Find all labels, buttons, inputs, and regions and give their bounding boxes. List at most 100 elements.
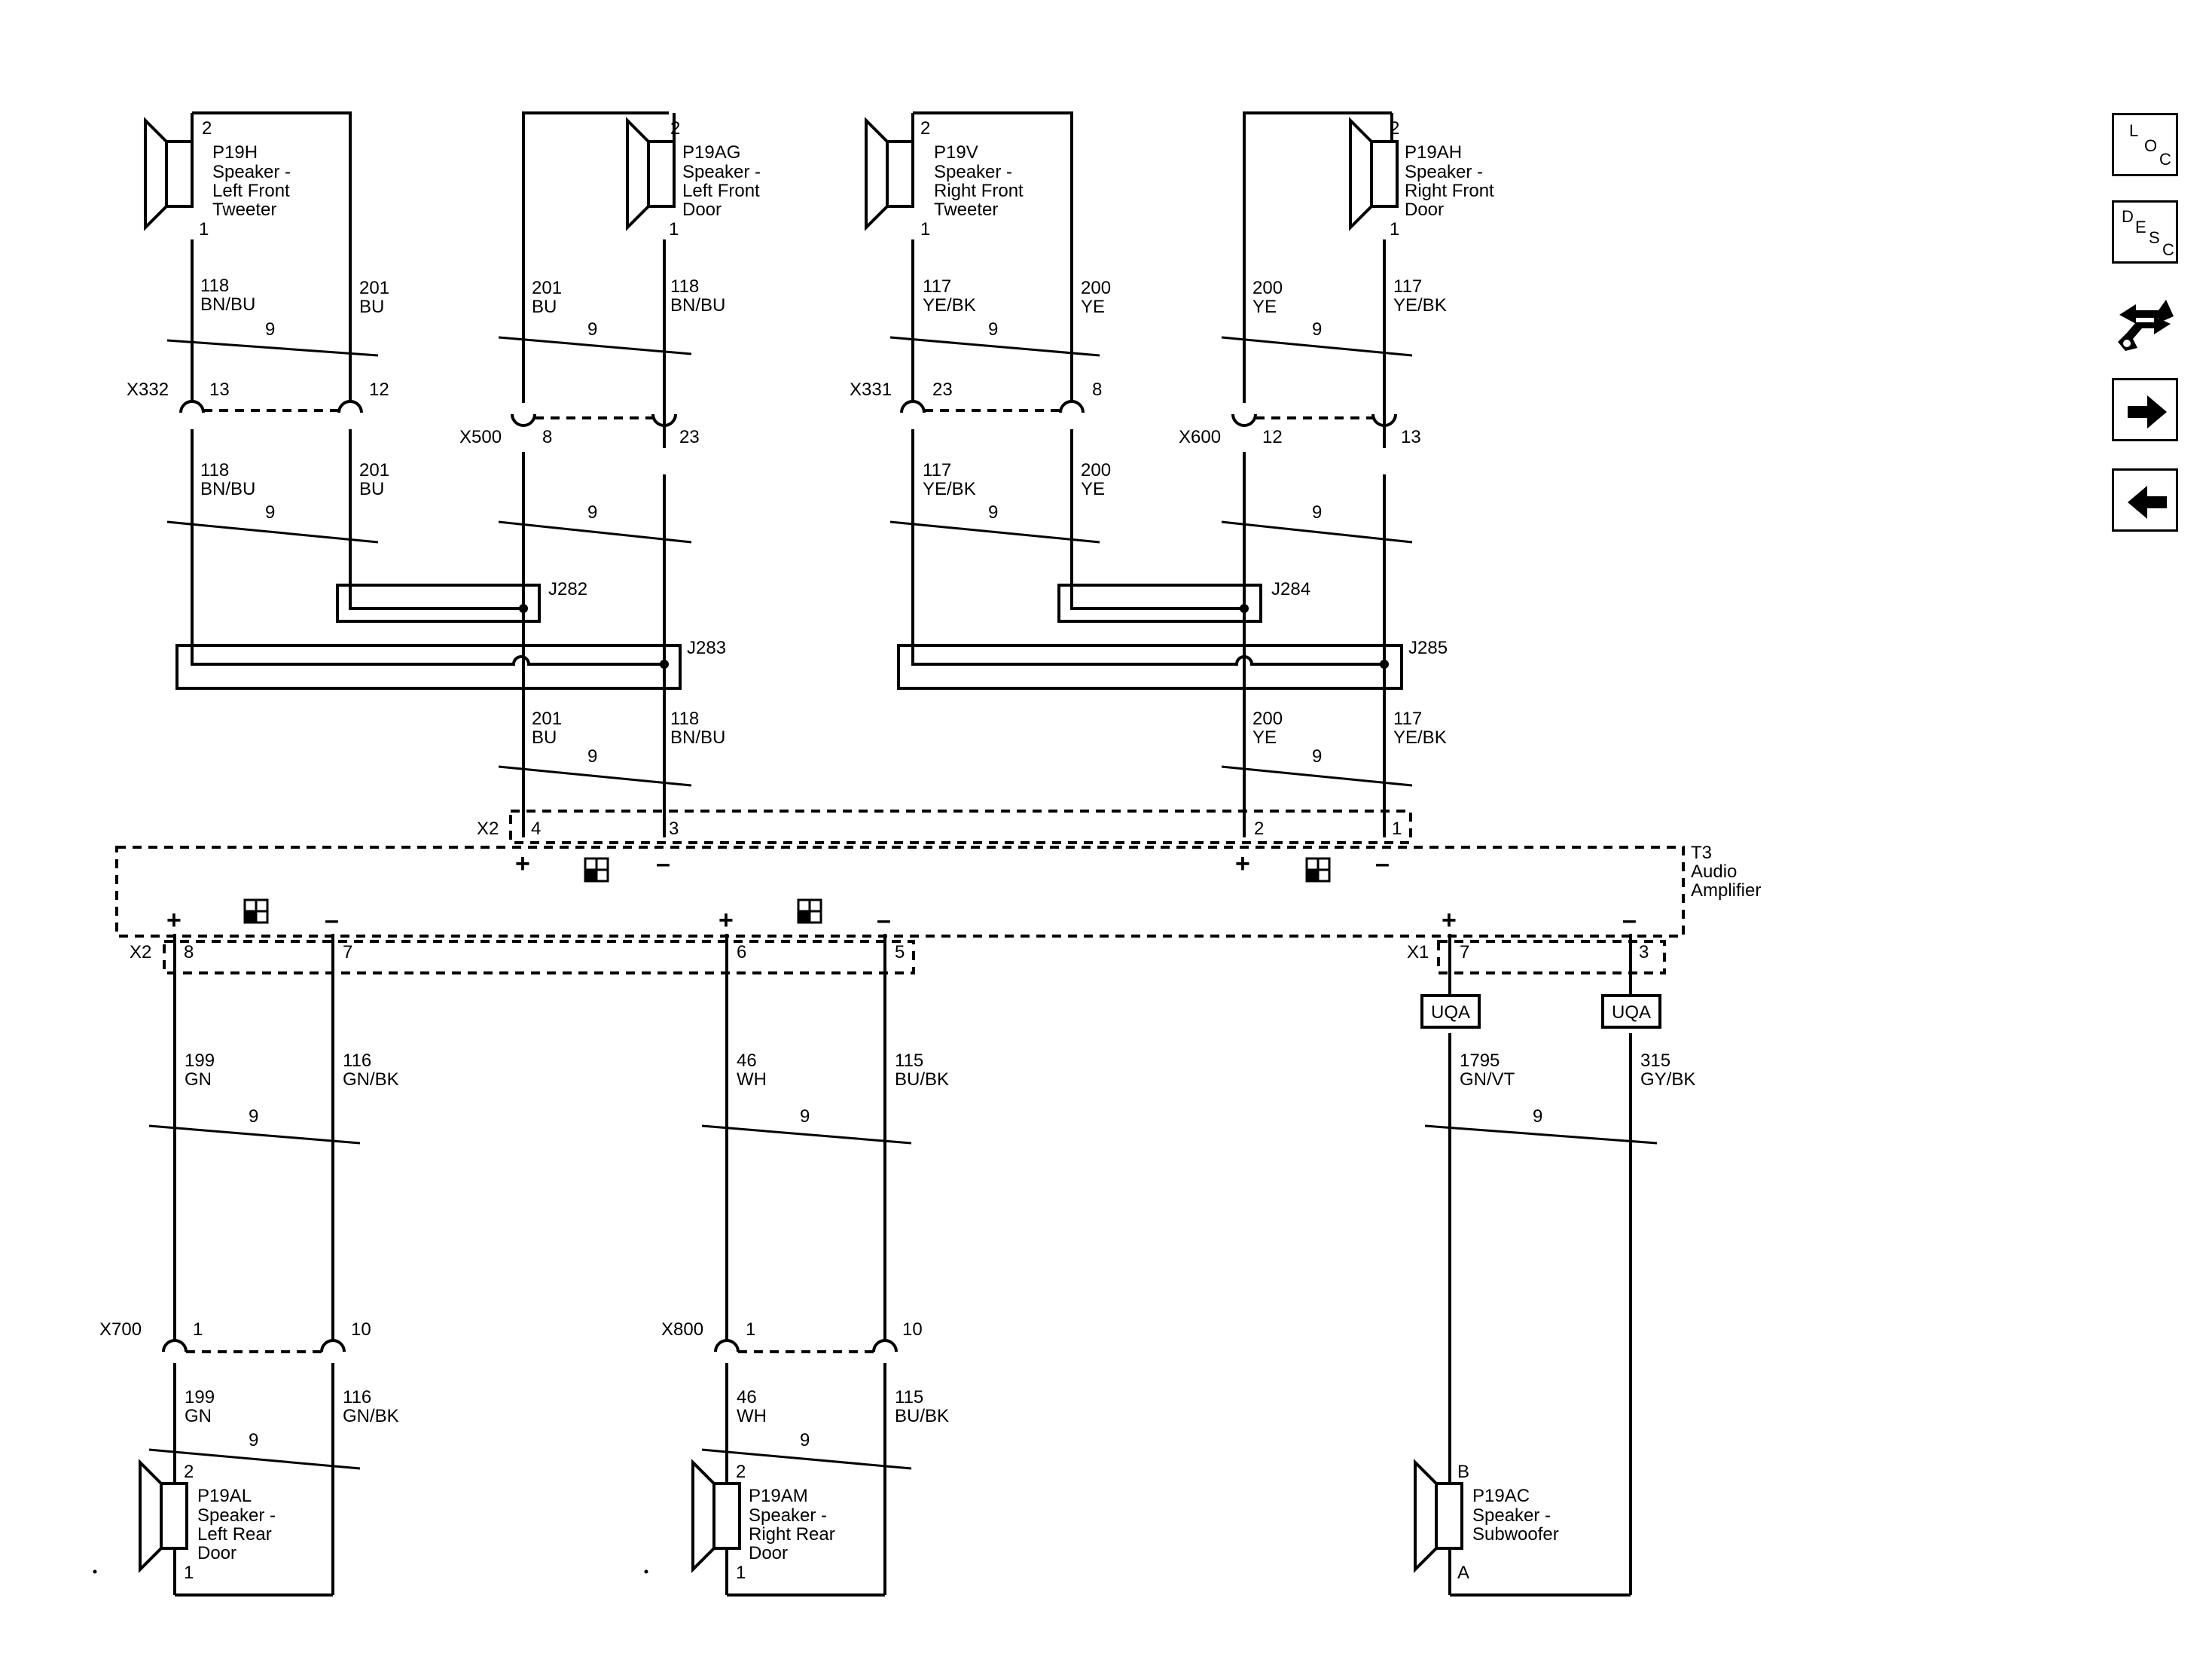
- svg-text:YE/BK: YE/BK: [923, 295, 976, 316]
- desc-letter: S: [2149, 228, 2160, 247]
- svg-text:P19AC: P19AC: [1472, 1486, 1530, 1506]
- svg-text:9: 9: [1312, 746, 1322, 767]
- svg-text:201: 201: [532, 709, 562, 729]
- svg-text:1795: 1795: [1460, 1051, 1500, 1071]
- svg-text:2: 2: [184, 1462, 194, 1482]
- svg-text:–: –: [1622, 906, 1637, 935]
- svg-text:GN/VT: GN/VT: [1460, 1069, 1515, 1090]
- svg-text:9: 9: [988, 319, 998, 340]
- location-button[interactable]: L O C: [2112, 113, 2178, 176]
- svg-text:1: 1: [199, 219, 209, 239]
- connector-x600: X600 12 13: [1179, 413, 1421, 447]
- speaker-p19ah-label: 2 P19AH Speaker - Right Front Door 1: [1390, 118, 1494, 239]
- connector-tool-button[interactable]: [2112, 283, 2178, 351]
- svg-text:J282: J282: [548, 579, 587, 599]
- svg-text:YE: YE: [1252, 297, 1277, 317]
- svg-text:2: 2: [1390, 118, 1399, 139]
- next-button[interactable]: [2112, 378, 2178, 441]
- svg-text:Door: Door: [1405, 200, 1444, 220]
- splice-labels: J282 J283 J284 J285: [548, 579, 1448, 658]
- svg-text:2: 2: [920, 118, 930, 139]
- svg-text:118: 118: [200, 276, 229, 296]
- svg-text:P19AM: P19AM: [749, 1486, 808, 1506]
- speaker-p19ag-icon: [626, 119, 676, 229]
- svg-text:YE/BK: YE/BK: [1393, 727, 1447, 748]
- svg-text:X1: X1: [1407, 942, 1429, 962]
- svg-text:BU/BK: BU/BK: [895, 1069, 949, 1090]
- svg-text:5: 5: [895, 942, 905, 962]
- svg-text:Right Front: Right Front: [1405, 181, 1494, 201]
- svg-text:GN: GN: [185, 1069, 212, 1090]
- loc-letter: C: [2159, 150, 2171, 169]
- svg-text:315: 315: [1640, 1051, 1670, 1071]
- svg-text:9: 9: [587, 319, 597, 340]
- svg-text:P19H: P19H: [212, 142, 258, 163]
- svg-text:–: –: [325, 906, 339, 935]
- svg-text:GY/BK: GY/BK: [1640, 1069, 1695, 1090]
- svg-text:X2: X2: [477, 819, 499, 839]
- svg-text:117: 117: [1393, 276, 1422, 297]
- svg-text:1: 1: [746, 1319, 755, 1340]
- svg-text:115: 115: [895, 1387, 923, 1407]
- svg-text:T3: T3: [1691, 843, 1712, 863]
- svg-text:YE/BK: YE/BK: [923, 479, 976, 499]
- svg-text:Door: Door: [682, 200, 722, 220]
- svg-text:J283: J283: [687, 638, 726, 658]
- svg-text:X800: X800: [661, 1319, 703, 1340]
- svg-text:8: 8: [542, 427, 552, 447]
- speaker-p19ac-icon: [1414, 1461, 1463, 1571]
- speaker-p19ag-label: 2 P19AG Speaker - Left Front Door 1: [669, 118, 761, 239]
- description-button[interactable]: D E S C: [2112, 200, 2178, 264]
- svg-text:200: 200: [1081, 278, 1111, 298]
- svg-text:GN: GN: [185, 1406, 212, 1426]
- svg-text:9: 9: [1312, 319, 1322, 340]
- arrow-left-icon: [2128, 486, 2167, 519]
- svg-text:201: 201: [359, 278, 389, 298]
- speaker-p19ac-label: B P19AC Speaker - Subwoofer A: [1457, 1462, 1559, 1583]
- svg-text:13: 13: [1401, 427, 1421, 447]
- svg-text:9: 9: [800, 1106, 810, 1127]
- svg-text:7: 7: [1460, 942, 1469, 962]
- svg-text:1: 1: [184, 1563, 194, 1583]
- svg-text:9: 9: [249, 1430, 258, 1450]
- svg-text:12: 12: [1262, 427, 1283, 447]
- svg-text:9: 9: [1533, 1106, 1542, 1127]
- svg-text:Speaker -: Speaker -: [1405, 162, 1483, 182]
- svg-text:200: 200: [1081, 460, 1111, 480]
- svg-text:46: 46: [737, 1387, 757, 1407]
- svg-text:9: 9: [1312, 502, 1322, 523]
- svg-text:UQA: UQA: [1612, 1002, 1651, 1023]
- speaker-p19h-icon: [144, 119, 194, 229]
- svg-text:1: 1: [193, 1319, 203, 1340]
- svg-text:117: 117: [923, 276, 951, 297]
- loc-letter: O: [2144, 136, 2158, 155]
- svg-text:1: 1: [736, 1563, 746, 1583]
- svg-text:X331: X331: [850, 380, 892, 400]
- svg-text:Amplifier: Amplifier: [1691, 880, 1761, 901]
- svg-text:118: 118: [670, 276, 699, 297]
- previous-button[interactable]: [2112, 468, 2178, 532]
- svg-text:9: 9: [587, 746, 597, 767]
- svg-text:P19AH: P19AH: [1405, 142, 1462, 163]
- amplifier-channel-icon: [1305, 857, 1331, 883]
- svg-text:–: –: [656, 849, 670, 878]
- svg-text:A: A: [1457, 1563, 1469, 1583]
- connector-x800: X800 1 10: [661, 1319, 923, 1353]
- amplifier-channel-icon: [584, 857, 609, 883]
- speaker-p19am-label: 2 P19AM Speaker - Right Rear Door 1: [736, 1462, 835, 1583]
- svg-text:BU: BU: [359, 479, 384, 499]
- speaker-p19al-icon: [139, 1461, 188, 1571]
- svg-text:+: +: [515, 849, 530, 878]
- svg-text:9: 9: [988, 502, 998, 523]
- connector-x500: X500 8 23: [459, 413, 700, 447]
- svg-text:116: 116: [343, 1387, 371, 1407]
- svg-text:12: 12: [369, 380, 389, 400]
- connector-x332: X332 13 12: [127, 380, 389, 413]
- svg-text:WH: WH: [737, 1069, 767, 1090]
- svg-text:BU: BU: [532, 727, 557, 748]
- svg-text:BU: BU: [359, 297, 384, 317]
- svg-text:X332: X332: [127, 380, 169, 400]
